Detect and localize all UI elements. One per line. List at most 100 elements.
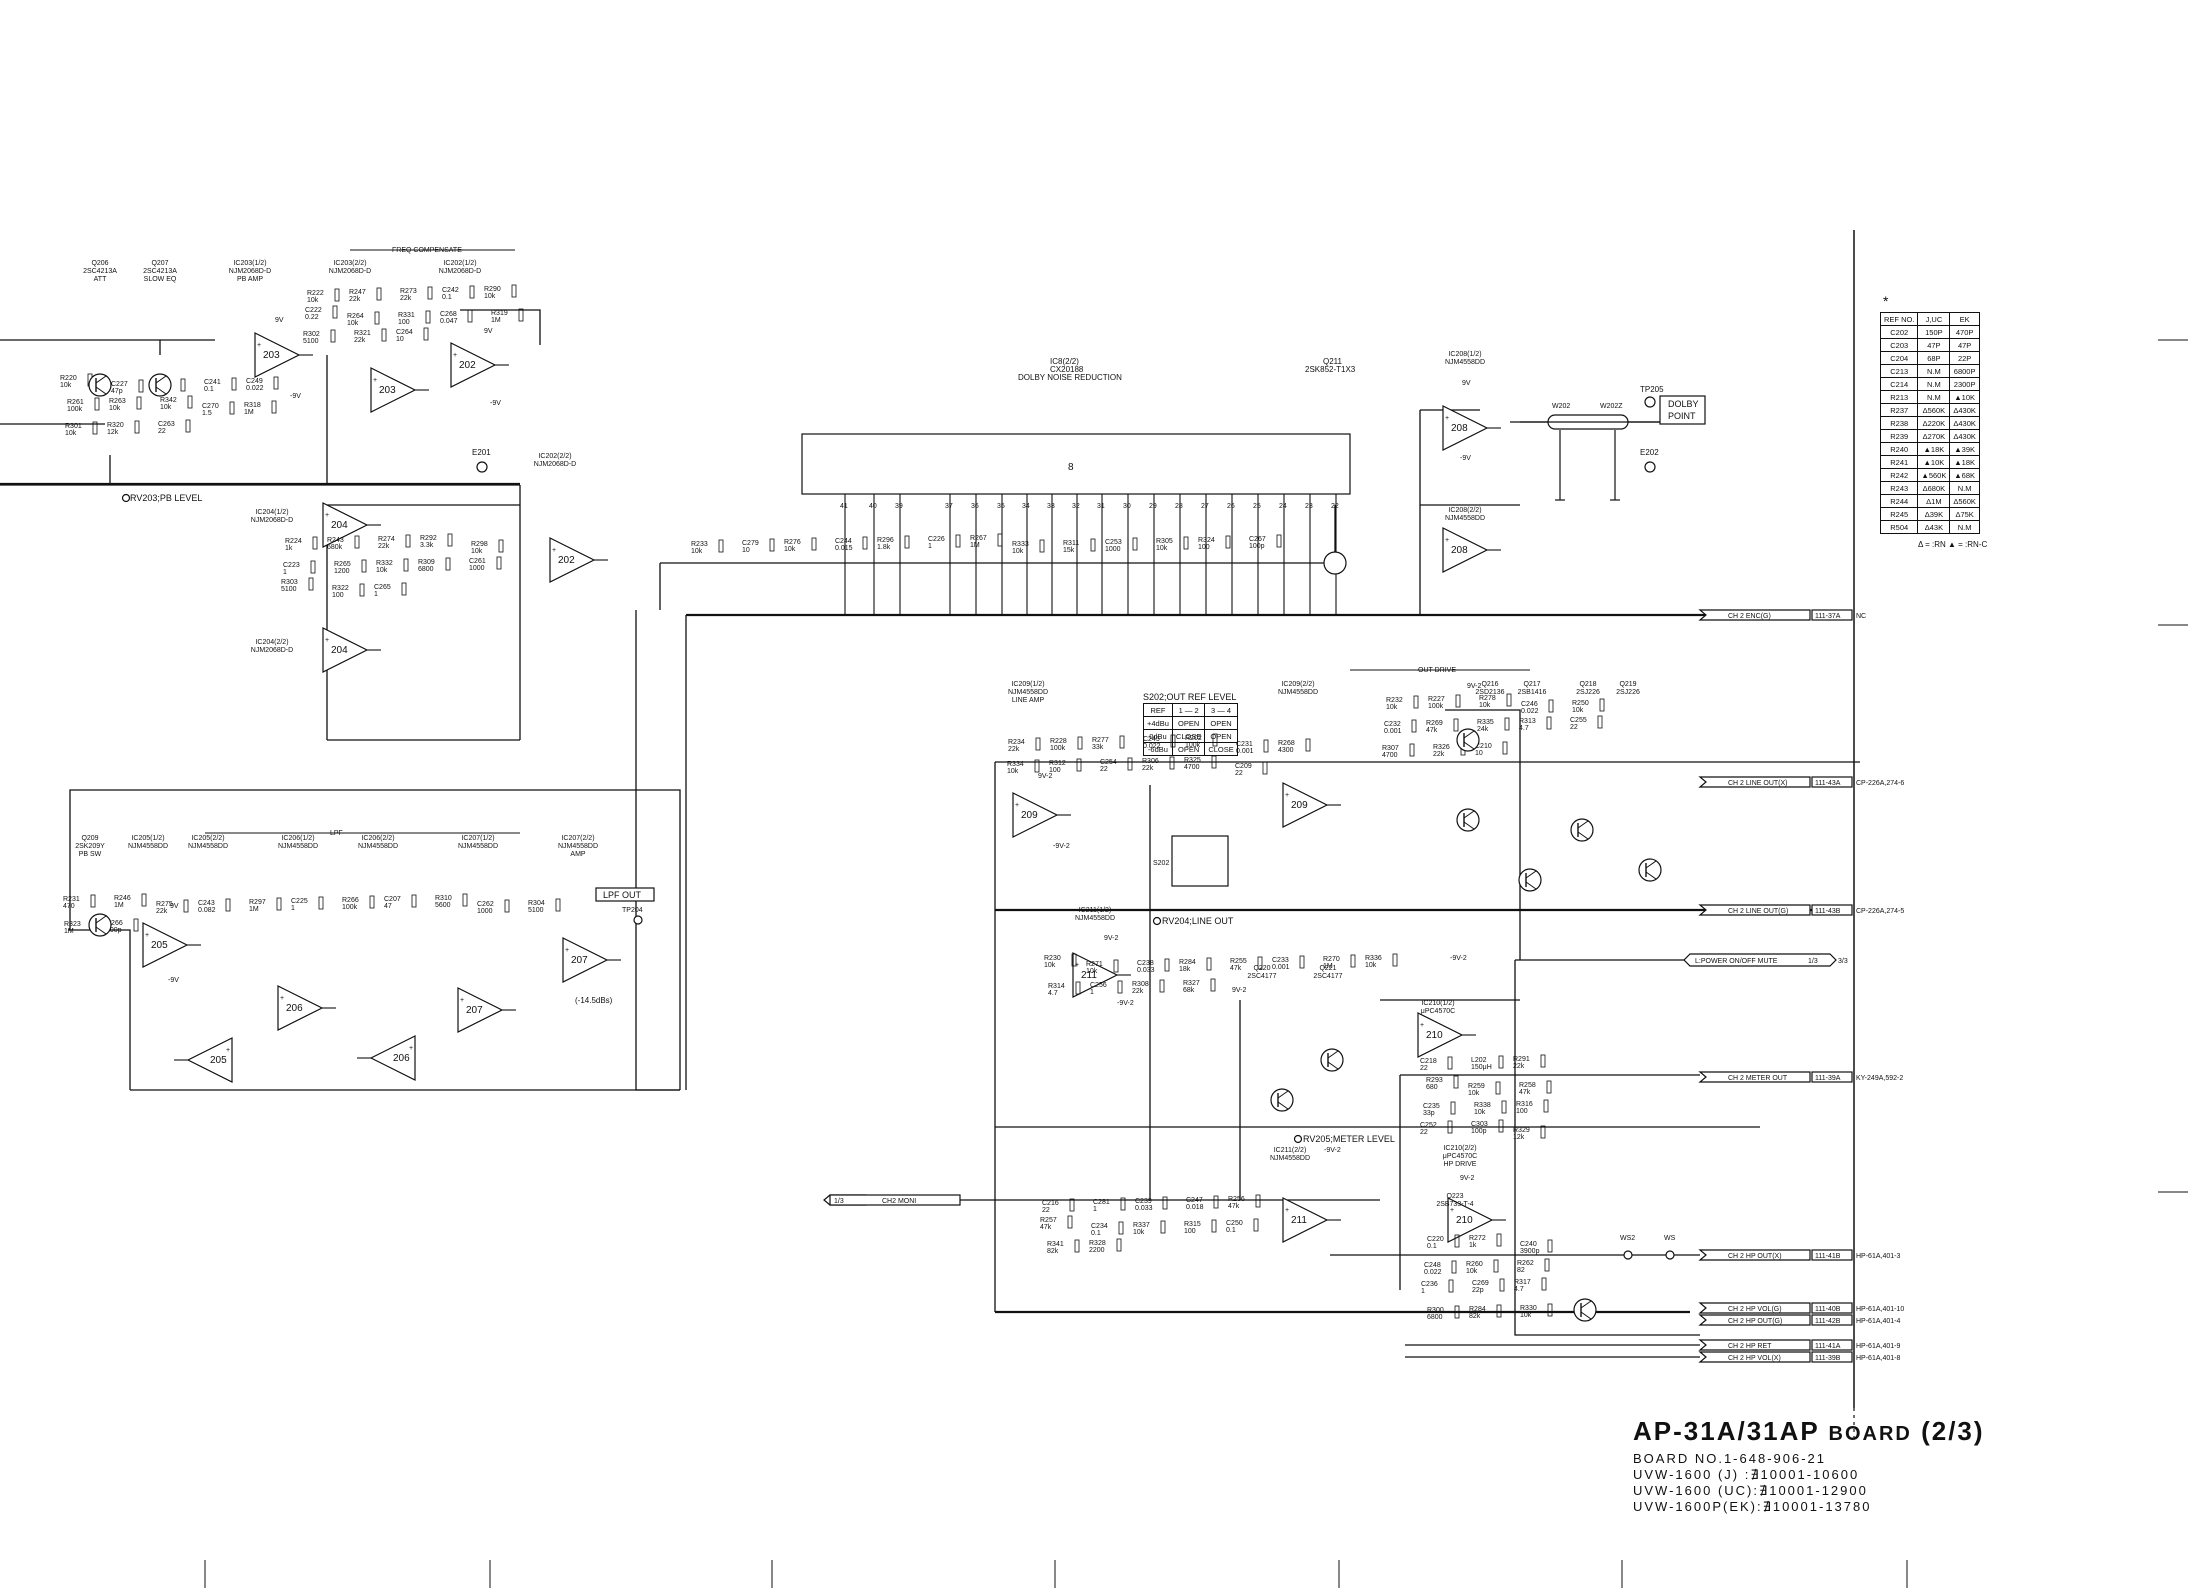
model-line-uc: UVW-1600 (UC):∄10001-12900 — [1633, 1483, 1868, 1498]
part-value: 100 — [1516, 1108, 1528, 1115]
header-line: Q216 — [1481, 681, 1498, 688]
part-ref: C266 — [106, 920, 123, 927]
part-ref: C232 — [1384, 721, 1401, 728]
ground-symbols — [1555, 430, 1620, 501]
header-line: μPC4570C — [1443, 1153, 1477, 1160]
part-symbol — [718, 539, 724, 553]
ic8-number: 8 — [1068, 462, 1074, 473]
part-value: 15k — [1063, 547, 1075, 554]
part-symbol — [1546, 716, 1552, 730]
header-line: NJM2068D-D — [439, 268, 481, 275]
part-ref: R317 — [1514, 1279, 1531, 1286]
tp204-label: TP204 — [622, 907, 643, 914]
part-ref: R322 — [332, 585, 349, 592]
part-ref: R341 — [1047, 1241, 1064, 1248]
s202-switch — [1171, 835, 1229, 887]
part-value: 47k — [1040, 1224, 1052, 1231]
opamp-plus-pin: + — [453, 352, 457, 359]
transistor-emitter — [1277, 1101, 1289, 1110]
transistor-collector — [1645, 860, 1657, 869]
part-value: 0.033 — [1135, 1205, 1153, 1212]
part-ref: R303 — [281, 579, 298, 586]
power-mute-arrow — [1683, 953, 1837, 967]
part-value: 82k — [1047, 1248, 1059, 1255]
transistor-body — [88, 913, 112, 937]
part-symbol — [555, 898, 561, 912]
opamp-label: 207 — [466, 1005, 483, 1016]
part-symbol — [1506, 693, 1512, 707]
transistor-body — [1570, 818, 1594, 842]
w202z-label: W202Z — [1600, 403, 1623, 410]
part-symbol — [1305, 738, 1311, 752]
table-cell: R213 — [1879, 390, 1919, 404]
ref-table-legend: Δ = :RN ▲ = :RN-C — [1918, 540, 1988, 549]
part-value: 33p — [1423, 1110, 1435, 1117]
transistor-collector — [95, 375, 107, 384]
part-value: 100 — [1049, 767, 1061, 774]
opamp-label: 202 — [459, 360, 476, 371]
part-symbol — [1543, 1099, 1549, 1113]
part-ref: C231 — [1236, 741, 1253, 748]
table-cell: Δ430K — [1949, 429, 1980, 443]
table-cell: N.M — [1917, 377, 1951, 391]
connector-ref: 111-37A — [1815, 613, 1841, 620]
part-symbol — [997, 533, 1003, 547]
title-block: AP-31A/31AP BOARD (2/3) BOARD NO.1-648-9… — [1633, 1416, 2113, 1515]
header-line: IC204(2/2) — [255, 639, 288, 646]
table-cell: Δ75K — [1949, 507, 1980, 521]
part-ref: R250 — [1572, 700, 1589, 707]
part-symbol — [1257, 956, 1263, 970]
part-value: 100k — [1428, 703, 1444, 710]
part-symbol — [1540, 1125, 1546, 1139]
part-ref: R314 — [1048, 983, 1065, 990]
opamp-triangle — [1447, 1197, 1494, 1243]
header-line: NJM4558DD — [278, 843, 318, 850]
table-cell: CLOSE — [1171, 729, 1206, 743]
part-ref: C265 — [374, 584, 391, 591]
opamp-202: 202+ — [450, 342, 509, 388]
connector-ref: 111-39A — [1815, 1075, 1841, 1082]
part-value: 1 — [1093, 1206, 1097, 1213]
part-symbol — [359, 583, 365, 597]
transistor-emitter — [155, 386, 167, 395]
ic8-pin-number: 36 — [971, 503, 979, 510]
part-ref: R320 — [107, 422, 124, 429]
ic8-pin-number: 24 — [1279, 503, 1287, 510]
part-value: 100p — [106, 927, 122, 934]
dolby-ic-label: IC8(2/2) — [1050, 357, 1079, 366]
table-cell: 0dBu — [1143, 729, 1173, 743]
opamp-209: 209+ — [1012, 792, 1071, 838]
part-ref: C227 — [111, 381, 128, 388]
connector-dest: KY-249A,592-2 — [1856, 1075, 1903, 1082]
part-symbol — [1211, 755, 1217, 769]
header-line: Q209 — [81, 835, 98, 842]
opamp-207b: 207+ — [562, 937, 621, 983]
part-value: 10k — [471, 548, 483, 555]
part-ref: R293 — [1426, 1077, 1443, 1084]
opamp-205: 205+ — [142, 922, 201, 968]
part-ref: R326 — [1433, 744, 1450, 751]
part-ref: C249 — [246, 378, 263, 385]
part-ref: R264 — [347, 313, 364, 320]
part-ref: C238 — [1137, 960, 1154, 967]
part-ref: R329 — [1513, 1127, 1530, 1134]
part-ref: R262 — [1517, 1260, 1534, 1267]
